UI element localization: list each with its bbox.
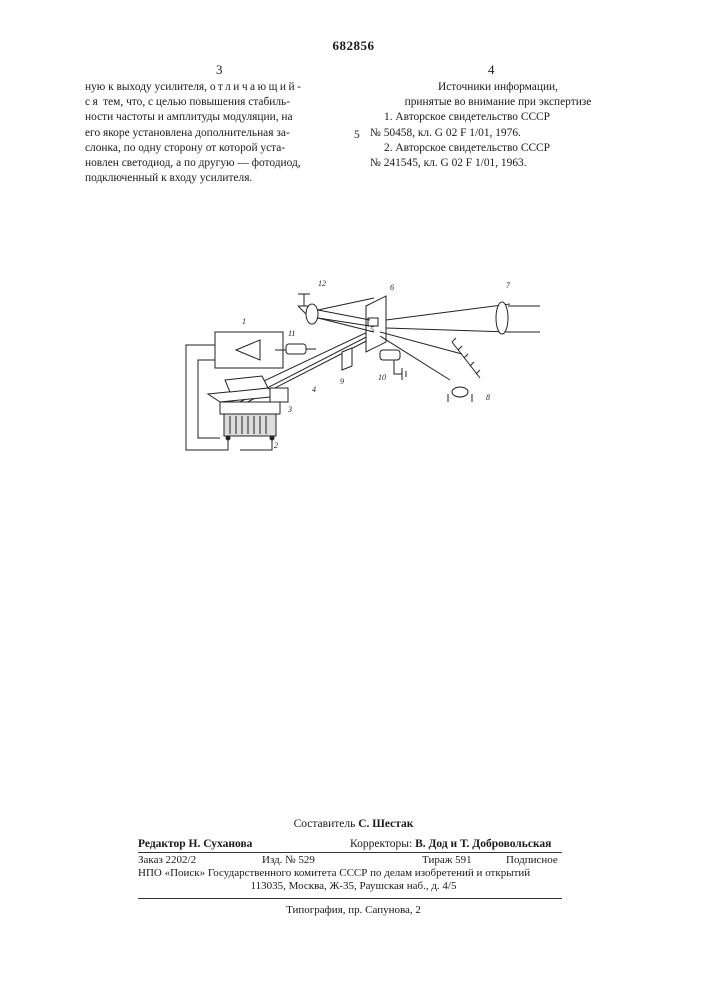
address-line: 113035, Москва, Ж-35, Раушская наб., д. … <box>0 880 707 892</box>
order-number: Заказ 2202/2 <box>138 854 196 866</box>
label-6: 6 <box>390 283 394 292</box>
coil-2 <box>224 414 276 436</box>
composer-name: С. Шестак <box>358 818 413 830</box>
edition-number: Изд. № 529 <box>262 854 315 866</box>
claim-spaced-text: ся <box>85 96 100 108</box>
lens-7 <box>496 302 508 334</box>
claim-line: новлен светодиод, а по другую — фотодиод… <box>85 156 340 171</box>
label-2: 2 <box>274 441 278 450</box>
led-10 <box>380 350 400 360</box>
source-item-detail: № 241545, кл. G 02 F 1/01, 1963. <box>370 156 626 171</box>
source-item-detail: № 50458, кл. G 02 F 1/01, 1976. <box>370 126 626 141</box>
composer-label: Составитель <box>294 818 356 830</box>
shutter-9 <box>342 348 352 370</box>
label-7: 7 <box>506 281 511 290</box>
label-1: 1 <box>242 317 246 326</box>
claim-text-column: ную к выходу усилителя, отличающий- ся т… <box>85 80 340 186</box>
divider-top <box>138 852 562 853</box>
claim-line: ную к выходу усилителя, отличающий- <box>85 80 340 95</box>
editor-line: Редактор Н. Суханова <box>138 838 252 850</box>
composer-line: Составитель С. Шестак <box>0 818 707 830</box>
margin-line-number: 5 <box>354 129 360 141</box>
source-item: 2. Авторское свидетельство СССР <box>370 141 626 156</box>
sources-column: Источники информации, принятые во вниман… <box>370 80 626 171</box>
sources-title: Источники информации, <box>370 80 626 95</box>
device-schematic-figure: 1 2 3 4 5 6 7 8 9 10 11 12 <box>180 270 540 470</box>
photodiode-11 <box>286 344 306 354</box>
divider-bottom <box>138 898 562 899</box>
editor-name: Н. Суханова <box>189 838 253 850</box>
claim-line: его якоре установлена дополнительная за- <box>85 126 340 141</box>
label-11: 11 <box>288 329 295 338</box>
column-number-left: 3 <box>216 62 223 78</box>
sources-subtitle: принятые во внимание при экспертизе <box>370 95 626 110</box>
amplifier-block <box>215 332 283 368</box>
column-number-right: 4 <box>488 62 495 78</box>
claim-spaced-text: отличающий- <box>210 81 304 93</box>
claim-line: слонка, по одну сторону от которой уста- <box>85 141 340 156</box>
label-12: 12 <box>318 279 326 288</box>
editor-label: Редактор <box>138 838 186 850</box>
wire-coil <box>240 436 272 450</box>
label-8: 8 <box>486 393 490 402</box>
lamp-12 <box>306 304 318 324</box>
correctors-label: Корректоры: <box>350 838 412 850</box>
label-5: 5 <box>370 325 374 334</box>
correctors-line: Корректоры: В. Дод и Т. Добровольская <box>350 838 551 850</box>
subscription: Подписное <box>506 854 558 866</box>
claim-text: ную к выходу усилителя, <box>85 81 210 93</box>
label-3: 3 <box>287 405 292 414</box>
typography-line: Типография, пр. Сапунова, 2 <box>0 904 707 916</box>
claim-line: ности частоты и амплитуды модуляции, на <box>85 110 340 125</box>
corrector-2: Т. Добровольская <box>460 838 551 850</box>
npo-line: НПО «Поиск» Государственного комитета СС… <box>138 867 530 879</box>
print-run: Тираж 591 <box>422 854 472 866</box>
corrector-1: В. Дод <box>415 838 448 850</box>
corrector-and: и <box>451 838 458 850</box>
reflector-8 <box>452 342 480 378</box>
source-item: 1. Авторское свидетельство СССР <box>370 110 626 125</box>
patent-number: 682856 <box>0 38 707 54</box>
claim-text: тем, что, с целью повышения стабиль- <box>100 96 290 108</box>
label-4: 4 <box>312 385 316 394</box>
label-10: 10 <box>378 373 386 382</box>
label-9: 9 <box>340 377 344 386</box>
claim-line: подключенный к входу усилителя. <box>85 171 340 186</box>
claim-line: ся тем, что, с целью повышения стабиль- <box>85 95 340 110</box>
